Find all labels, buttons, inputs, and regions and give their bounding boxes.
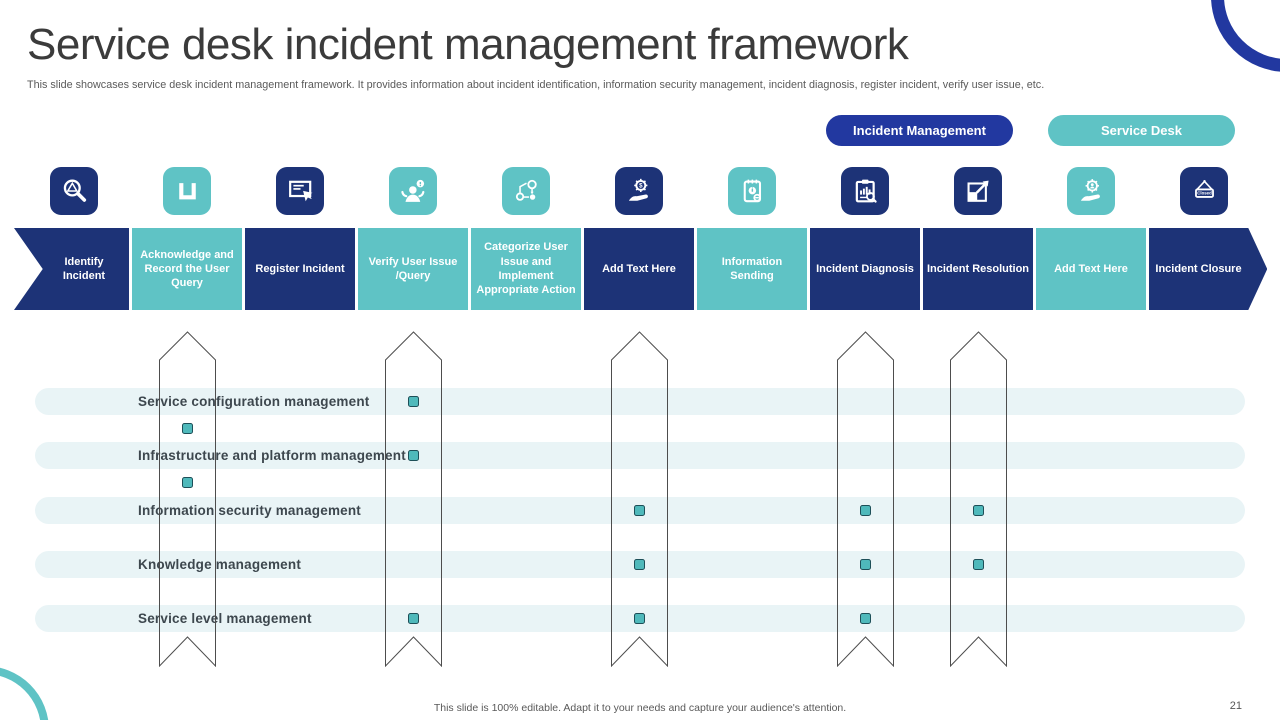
matrix-mark [972, 504, 984, 516]
matrix-mark [407, 450, 419, 462]
matrix-mark [972, 558, 984, 570]
process-step-label: Information Sending [721, 255, 783, 282]
matrix-row-label: Infrastructure and platform management [138, 448, 406, 464]
process-step-3: Register Incident [244, 228, 356, 310]
column-ribbon [949, 331, 1007, 668]
process-step-6: Add Text Here [583, 228, 695, 310]
diagnosis-clipboard-icon [841, 167, 889, 215]
matrix-mark [181, 423, 193, 435]
process-step-8: Incident Diagnosis [809, 228, 921, 310]
matrix-row-label: Information security management [138, 502, 361, 518]
matrix-row-band: Service level management [35, 605, 1245, 632]
svg-text:$: $ [639, 182, 643, 189]
process-step-label: Incident Closure [1155, 262, 1242, 275]
process-step-label: Incident Resolution [926, 262, 1030, 275]
column-ribbon [610, 331, 668, 668]
process-step-label: Add Text Here [602, 262, 676, 275]
matrix-row-label: Service configuration management [138, 394, 370, 409]
process-step-label: Incident Diagnosis [816, 262, 914, 275]
matrix-mark [407, 396, 419, 407]
process-cycle-icon [502, 167, 550, 215]
info-notepad-icon [728, 167, 776, 215]
column-ribbon [836, 331, 894, 668]
process-step-label: Identify Incident [62, 255, 106, 282]
legend: Incident Management Service Desk [826, 115, 1235, 146]
process-step-7: Information Sending [696, 228, 808, 310]
page-title: Service desk incident management framewo… [27, 20, 909, 69]
matrix-row-label: Service level management [138, 611, 312, 626]
matrix-mark [859, 613, 871, 624]
closed-sign-icon: Closed [1180, 167, 1228, 215]
process-step-5: Categorize User Issue and Implement Appr… [470, 228, 582, 310]
matrix-row-band: Service configuration management [35, 388, 1245, 415]
user-query-icon [389, 167, 437, 215]
tray-icon [163, 167, 211, 215]
process-step-9: Incident Resolution [922, 228, 1034, 310]
matrix-mark [633, 504, 645, 516]
column-ribbon [384, 331, 442, 668]
svg-text:Closed: Closed [1197, 190, 1212, 195]
process-step-label: Add Text Here [1054, 262, 1128, 275]
process-step-10: Add Text Here [1035, 228, 1147, 310]
matrix-mark [181, 477, 193, 489]
process-step-label: Acknowledge and Record the User Query [140, 248, 234, 290]
page-number: 21 [1229, 700, 1242, 712]
matrix-mark [633, 613, 645, 624]
matrix-mark [407, 613, 419, 624]
matrix-row-band: Knowledge management [35, 550, 1245, 578]
process-step-4: Verify User Issue /Query [357, 228, 469, 310]
process-step-label: Categorize User Issue and Implement Appr… [476, 241, 576, 297]
process-step-11: Incident Closure [1148, 228, 1268, 310]
matrix-mark [859, 558, 871, 570]
process-step-label: Register Incident [255, 262, 345, 275]
hand-gear-user-icon [1067, 167, 1115, 215]
column-ribbon [158, 331, 216, 668]
process-step-label: Verify User Issue /Query [368, 255, 458, 282]
slide-subtitle: This slide showcases service desk incide… [27, 79, 1045, 91]
process-step-1: Identify Incident [14, 228, 129, 310]
matrix-row-band: Infrastructure and platform management [35, 442, 1245, 470]
matrix-mark [859, 504, 871, 516]
matrix-row-label: Knowledge management [138, 556, 302, 572]
process-step-2: Acknowledge and Record the User Query [131, 228, 243, 310]
footer-note: This slide is 100% editable. Adapt it to… [433, 702, 847, 714]
matrix-row-band: Information security management [35, 496, 1245, 524]
matrix-mark [633, 558, 645, 570]
magnifier-alert-icon [50, 167, 98, 215]
hand-gear-dollar-icon: $ [615, 167, 663, 215]
expand-icon [954, 167, 1002, 215]
legend-incident-management[interactable]: Incident Management [826, 115, 1013, 146]
form-entry-icon [276, 167, 324, 215]
legend-service-desk[interactable]: Service Desk [1048, 115, 1235, 146]
decorative-arc-top-right [1211, 0, 1280, 72]
